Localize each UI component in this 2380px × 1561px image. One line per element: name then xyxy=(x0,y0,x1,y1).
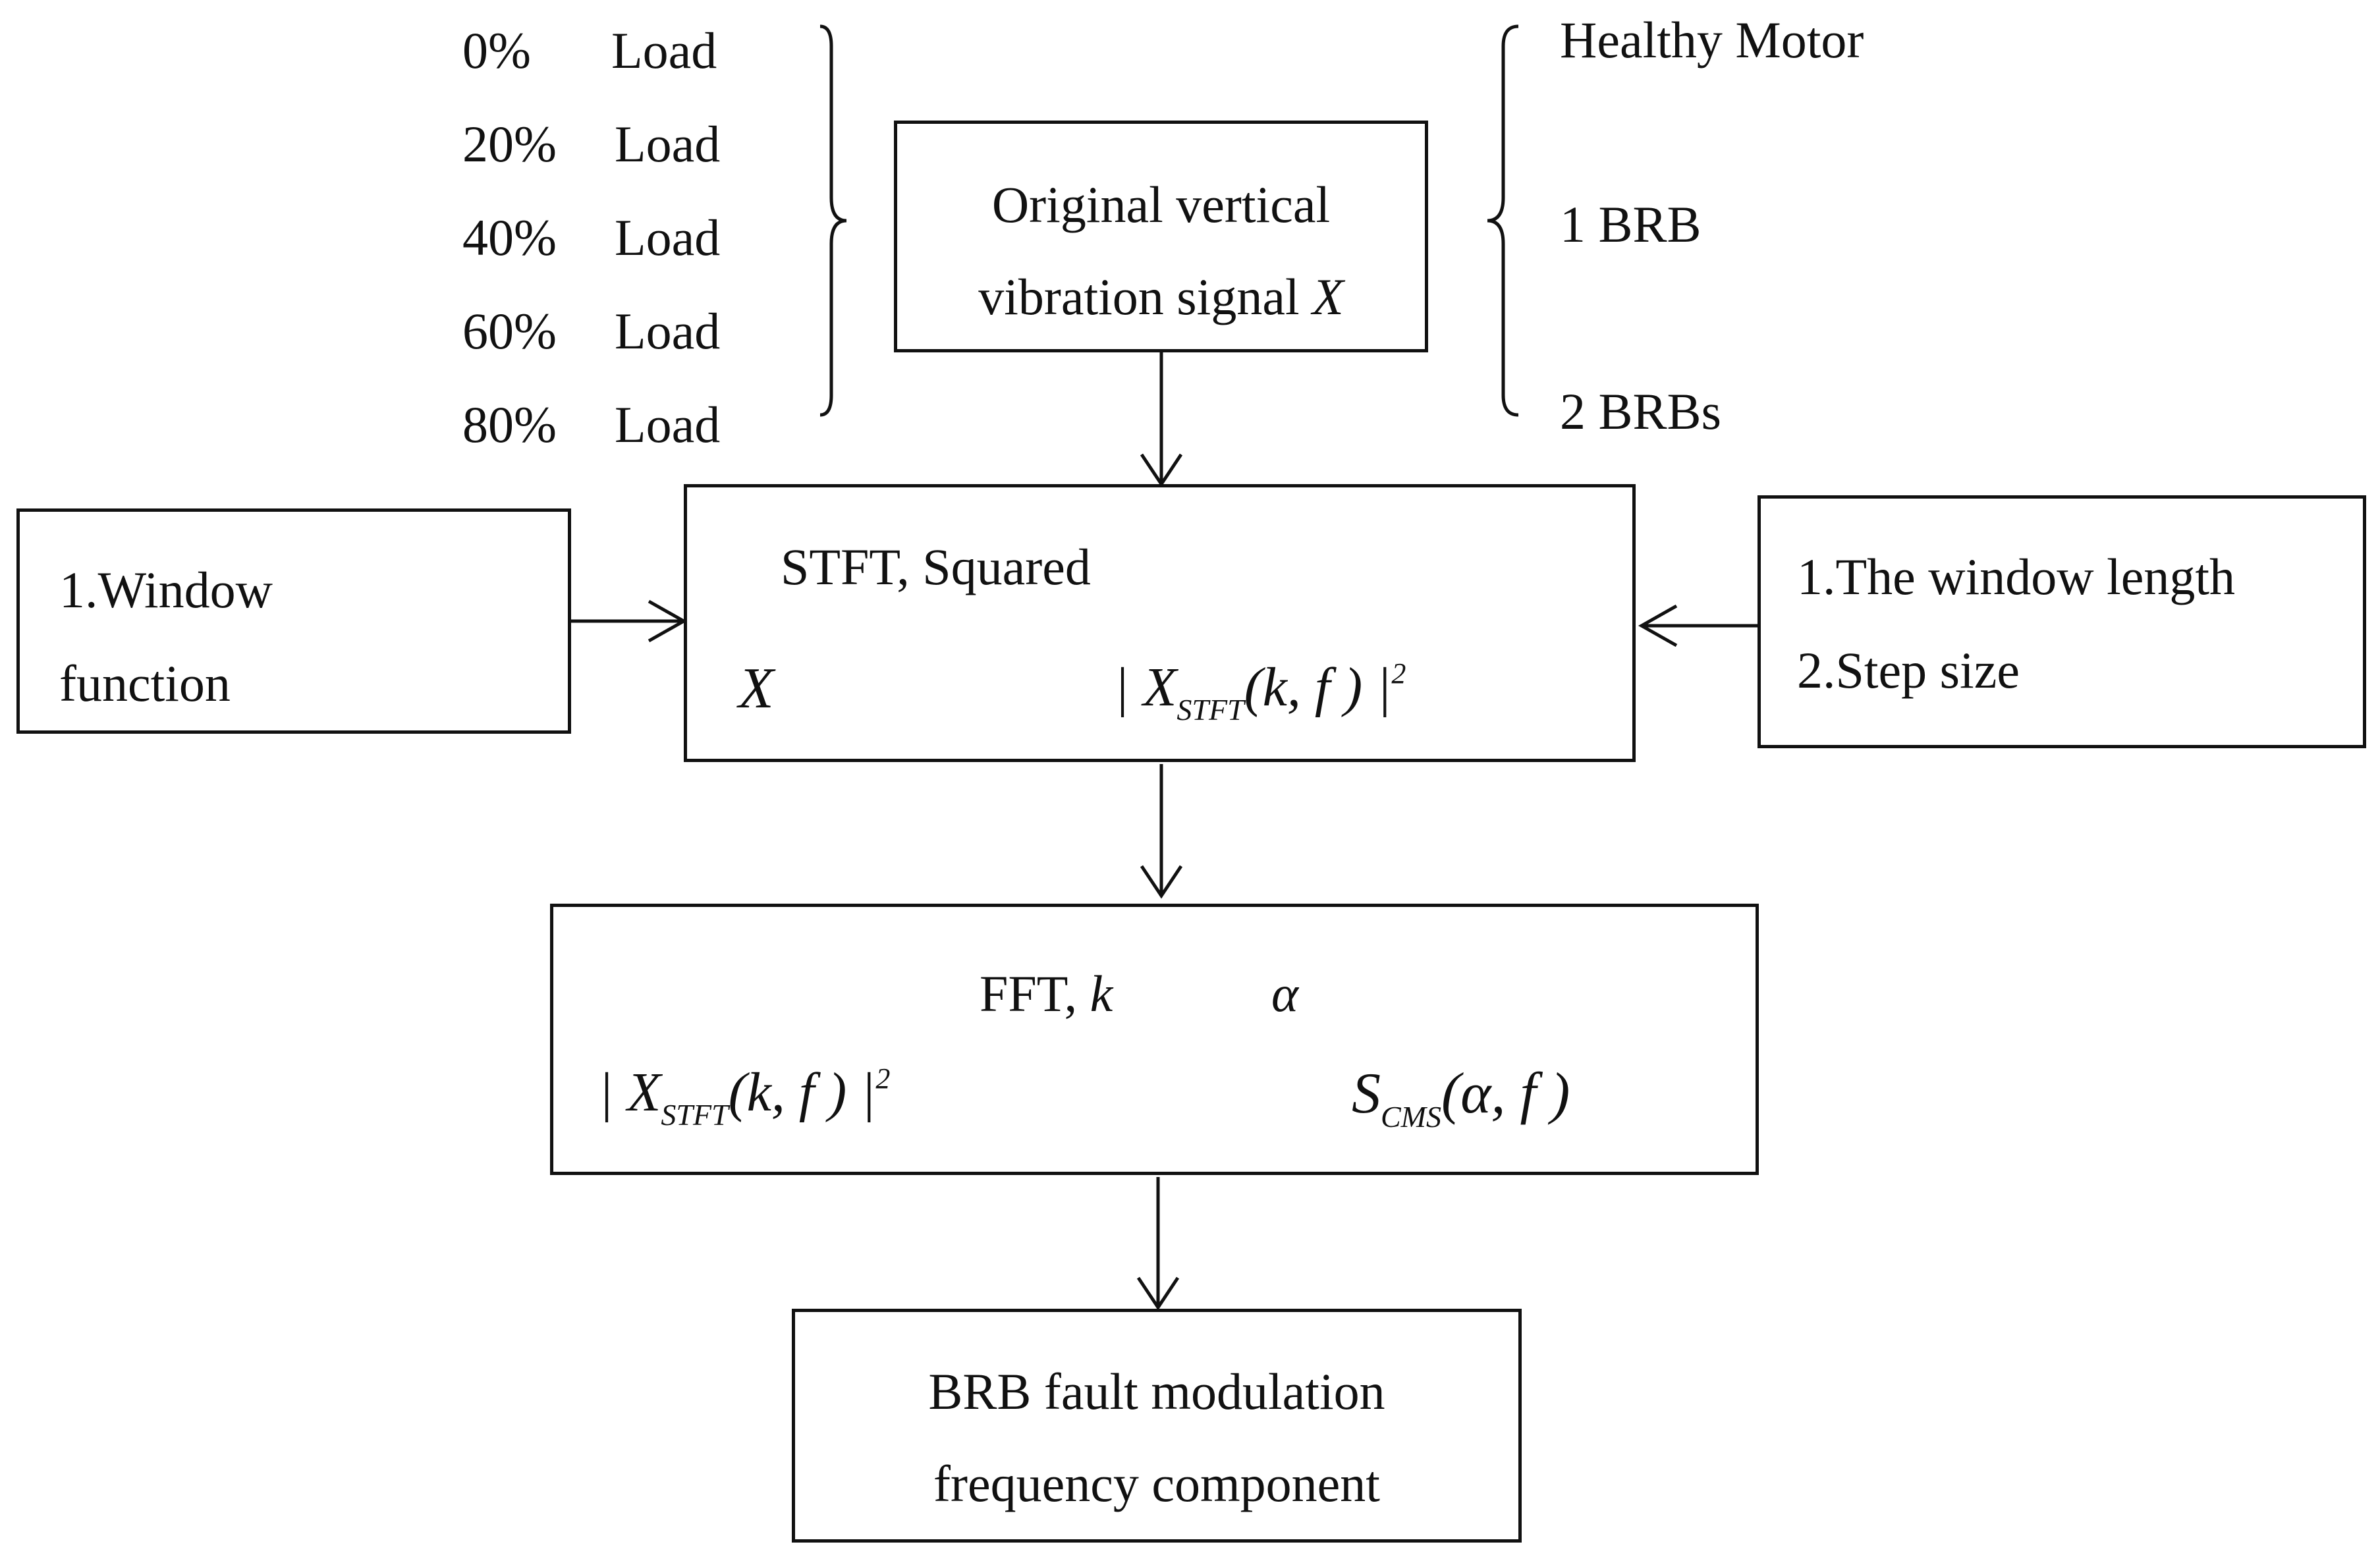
fft-to-var: α xyxy=(1271,965,1298,1022)
window-function-line2: function xyxy=(59,655,231,712)
fft-output-expression: SCMS(α, f ) xyxy=(1352,1062,1570,1134)
fft-input-expression: | XSTFT(k, f ) |2 xyxy=(598,1062,891,1132)
window-function-line1: 1.Window xyxy=(59,561,273,618)
load-percent: 40% xyxy=(462,209,557,266)
load-label: Load xyxy=(611,22,717,79)
condition-healthy: Healthy Motor xyxy=(1560,11,1864,68)
load-label: Load xyxy=(615,302,721,360)
stft-title: STFT, Squared xyxy=(781,538,1091,595)
window-function-box: 1.Window function xyxy=(16,508,571,734)
load-label: Load xyxy=(615,396,721,453)
load-brace xyxy=(819,24,847,417)
result-box: BRB fault modulation frequency component xyxy=(792,1309,1522,1543)
stft-box: STFT, Squared X | XSTFT(k, f ) |2 xyxy=(684,484,1636,762)
stft-input-var: X xyxy=(738,657,774,721)
stft-output-expression: | XSTFT(k, f ) |2 xyxy=(1114,657,1406,726)
load-label: Load xyxy=(615,115,721,173)
load-percent: 20% xyxy=(462,115,557,173)
fft-box: FFT, k α | XSTFT(k, f ) |2 SCMS(α, f ) xyxy=(550,904,1759,1175)
condition-one-brb: 1 BRB xyxy=(1560,196,1702,253)
fft-from-var: k xyxy=(1090,965,1113,1022)
result-line2: frequency component xyxy=(933,1455,1380,1512)
step-size-label: 2.Step size xyxy=(1797,642,2020,699)
window-length-label: 1.The window length xyxy=(1797,548,2236,605)
signal-box-line2: vibration signal X xyxy=(978,268,1344,325)
load-percent: 0% xyxy=(462,22,531,79)
window-params-box: 1.The window length 2.Step size xyxy=(1757,495,2366,748)
load-label: Load xyxy=(615,209,721,266)
load-percent: 60% xyxy=(462,302,557,360)
result-line1: BRB fault modulation xyxy=(928,1363,1385,1420)
condition-brace xyxy=(1487,24,1519,417)
signal-box-line1: Original vertical xyxy=(991,176,1331,233)
fft-title: FFT, k xyxy=(980,965,1113,1022)
load-percent: 80% xyxy=(462,396,557,453)
signal-box: Original vertical vibration signal X xyxy=(894,121,1428,352)
condition-two-brbs: 2 BRBs xyxy=(1560,383,1721,440)
signal-variable: X xyxy=(1312,268,1344,325)
